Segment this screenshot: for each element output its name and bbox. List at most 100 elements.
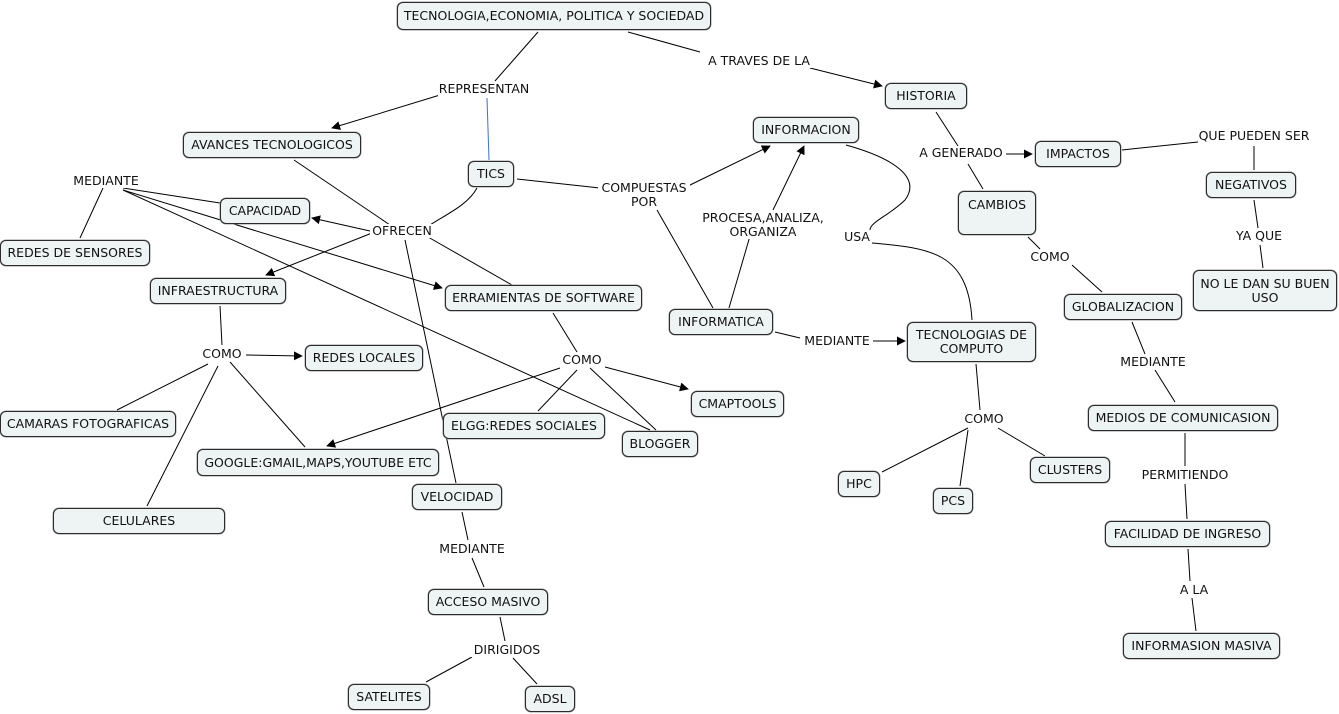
connector-line	[425, 656, 473, 683]
node-avances-tecnologicos[interactable]: AVANCES TECNOLOGICOS	[183, 132, 361, 158]
label-mediante-left: MEDIANTE	[72, 173, 140, 188]
node-globalizacion[interactable]: GLOBALIZACION	[1064, 294, 1182, 320]
connector-line	[1184, 483, 1188, 520]
connector-curve	[429, 187, 478, 226]
node-celulares[interactable]: CELULARES	[53, 508, 225, 534]
connector-line	[687, 145, 771, 187]
label-a-traves-de-la: A TRAVES DE LA	[704, 54, 814, 68]
connector-line	[427, 236, 513, 286]
node-cambios[interactable]: CAMBIOS	[958, 191, 1036, 235]
connector-line	[1253, 199, 1259, 229]
node-google[interactable]: GOOGLE:GMAIL,MAPS,YOUTUBE ETC	[197, 449, 439, 476]
connector-line	[967, 163, 984, 190]
node-elgg-redes-sociales[interactable]: ELGG:REDES SOCIALES	[443, 413, 605, 439]
connector-line	[935, 111, 959, 147]
connector-line	[537, 369, 578, 412]
label-dirigidos: DIRIGIDOS	[469, 643, 545, 657]
connector-line	[516, 178, 601, 189]
node-erramientas-de-software[interactable]: ERRAMIENTAS DE SOFTWARE	[445, 285, 642, 311]
node-informacion[interactable]: INFORMACION	[753, 117, 859, 143]
connector-line	[404, 239, 457, 484]
connector-line	[1071, 264, 1103, 293]
node-negativos[interactable]: NEGATIVOS	[1206, 172, 1296, 198]
label-procesa-analiza-organiza: PROCESA,ANALIZA, ORGANIZA	[700, 211, 826, 239]
label-ofrecen: OFRECEN	[370, 224, 434, 238]
connector-line	[1131, 321, 1146, 355]
connector-line	[512, 657, 538, 685]
node-historia[interactable]: HISTORIA	[885, 83, 967, 109]
connector-line	[245, 351, 303, 361]
node-informatica[interactable]: INFORMATICA	[669, 309, 773, 335]
label-como-infraestructura: COMO	[200, 347, 244, 361]
connector-line	[116, 363, 209, 411]
node-infraestructura[interactable]: INFRAESTRUCTURA	[150, 278, 286, 304]
connector-line	[471, 557, 485, 588]
connector-line	[1187, 548, 1191, 582]
connector-line	[461, 511, 469, 541]
node-facilidad-de-ingreso[interactable]: FACILIDAD DE INGRESO	[1105, 521, 1270, 547]
connector-line	[219, 305, 223, 346]
connector-curve	[845, 144, 911, 231]
connector-line	[122, 189, 443, 290]
connector-line	[311, 215, 371, 232]
connector-line	[881, 427, 969, 473]
node-blogger[interactable]: BLOGGER	[622, 431, 698, 457]
connector-line	[1259, 244, 1264, 269]
label-usa: USA	[842, 230, 872, 244]
label-ya-que: YA QUE	[1232, 229, 1286, 243]
connector-line	[1154, 369, 1176, 403]
connector-line	[79, 187, 104, 239]
node-adsl[interactable]: ADSL	[525, 686, 575, 712]
label-a-la: A LA	[1177, 583, 1211, 597]
connector-line	[656, 209, 714, 309]
label-como-computo: COMO	[962, 412, 1006, 426]
connector-curve	[871, 242, 973, 321]
label-que-pueden-ser: QUE PUEDEN SER	[1198, 128, 1310, 143]
node-pcs[interactable]: PCS	[933, 488, 973, 514]
node-camaras-fotograficas[interactable]: CAMARAS FOTOGRAFICAS	[0, 411, 176, 437]
node-no-le-dan-su-buen-uso[interactable]: NO LE DAN SU BUEN USO	[1193, 270, 1337, 311]
connector-line	[122, 189, 651, 431]
connector-line	[772, 145, 805, 211]
connector-line	[122, 187, 221, 204]
connector-line	[1191, 597, 1197, 632]
node-clusters[interactable]: CLUSTERS	[1030, 457, 1110, 483]
connector-line	[774, 331, 801, 339]
connector-line	[959, 429, 969, 487]
label-como-software: COMO	[560, 353, 604, 367]
label-representan: REPRESENTAN	[438, 81, 530, 96]
connector-line	[552, 312, 578, 353]
connector-line	[265, 232, 373, 277]
node-informasion-masiva[interactable]: INFORMASION MASIVA	[1123, 633, 1280, 659]
connector-line	[146, 365, 219, 507]
node-redes-de-sensores[interactable]: REDES DE SENSORES	[0, 240, 150, 266]
connector-line	[293, 159, 391, 226]
connector-line	[331, 94, 441, 130]
connector-line	[997, 427, 1046, 457]
connector-line	[809, 67, 883, 89]
connector-line	[499, 616, 506, 642]
node-impactos[interactable]: IMPACTOS	[1035, 141, 1121, 167]
node-medios-de-comunicasion[interactable]: MEDIOS DE COMUNICASION	[1088, 405, 1278, 431]
node-redes-locales[interactable]: REDES LOCALES	[305, 345, 423, 371]
label-a-generado: A GENERADO	[918, 145, 1004, 160]
node-cmaptools[interactable]: CMAPTOOLS	[691, 391, 784, 417]
label-compuestas-por: COMPUESTAS POR	[598, 181, 690, 209]
node-tecnologias-de-computo[interactable]: TECNOLOGIAS DE COMPUTO	[907, 322, 1036, 362]
connector-line	[486, 97, 490, 161]
connector-line	[604, 366, 689, 392]
node-hpc[interactable]: HPC	[838, 471, 880, 497]
node-velocidad[interactable]: VELOCIDAD	[412, 484, 502, 510]
node-capacidad[interactable]: CAPACIDAD	[220, 198, 310, 224]
label-mediante-globalizacion: MEDIANTE	[1117, 355, 1189, 369]
node-root[interactable]: TECNOLOGIA,ECONOMIA, POLITICA Y SOCIEDAD	[397, 2, 711, 30]
label-mediante-velocidad: MEDIANTE	[436, 542, 508, 556]
label-como-globalizacion: COMO	[1028, 250, 1072, 264]
node-satelites[interactable]: SATELITES	[348, 684, 430, 710]
node-acceso-masivo[interactable]: ACCESO MASIVO	[428, 589, 548, 615]
node-tics[interactable]: TICS	[468, 161, 514, 187]
connector-line	[229, 361, 306, 448]
connector-line	[1027, 236, 1041, 250]
